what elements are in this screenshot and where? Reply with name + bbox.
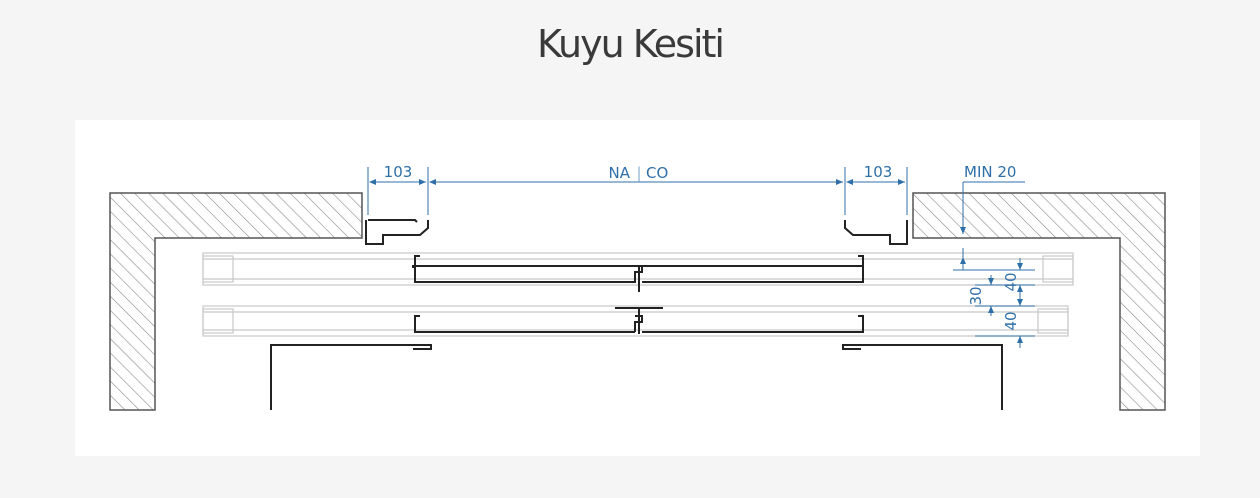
dim-left-offset: 103 — [384, 163, 413, 181]
dim-opening-separator: | — [636, 164, 641, 182]
right-wall — [912, 192, 1166, 411]
right-sill — [842, 344, 1003, 410]
page-title: Kuyu Kesiti — [537, 22, 725, 66]
dim-opening-co: CO — [646, 164, 668, 182]
dim-panel-thickness-2: 40 — [1002, 311, 1020, 330]
lower-door-panel — [414, 307, 864, 334]
dim-right-offset: 103 — [864, 163, 893, 181]
shaft-section-diagram: 103 NA | CO 103 MIN 20 40 30 40 — [75, 120, 1200, 456]
dim-opening-na: NA — [609, 164, 631, 182]
top-dimension-lines — [367, 167, 1035, 348]
right-jamb-profile — [844, 220, 908, 245]
dim-panel-thickness-1: 40 — [1002, 272, 1020, 291]
dim-panel-gap: 30 — [967, 286, 985, 305]
left-jamb-profile — [365, 219, 429, 245]
dim-min-gap: MIN 20 — [964, 163, 1016, 181]
left-wall — [109, 192, 363, 411]
left-sill — [270, 344, 432, 410]
upper-door-panel — [412, 255, 864, 292]
